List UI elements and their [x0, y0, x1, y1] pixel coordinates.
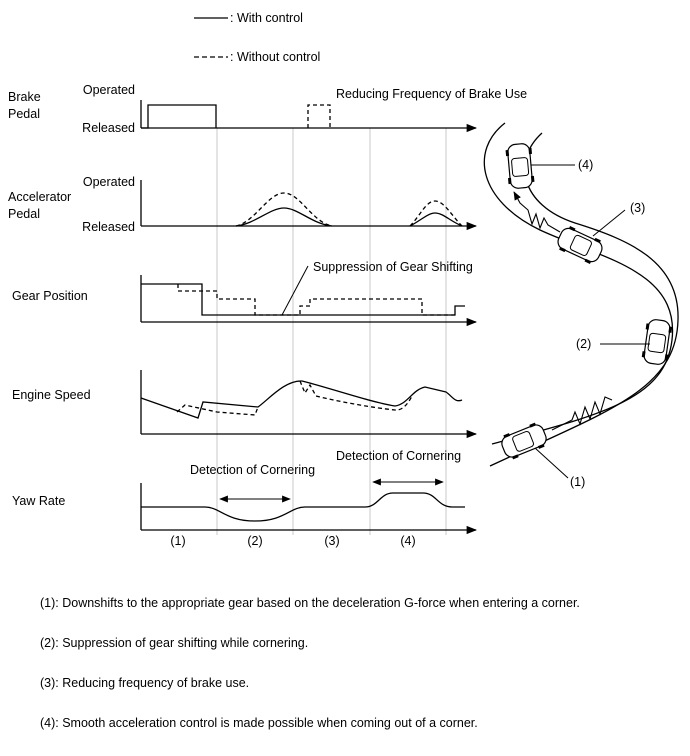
note-item: (1): Downshifts to the appropriate gear …	[40, 596, 580, 610]
phase-label: (2)	[247, 534, 262, 548]
gear-with-control-trace	[141, 283, 465, 316]
car-icon	[641, 319, 673, 365]
engine-speed-row: Engine Speed	[12, 370, 478, 439]
road-marker-label: (1)	[570, 475, 585, 489]
phase-label: (4)	[400, 534, 415, 548]
engine-without-control-trace	[176, 380, 413, 416]
brake-pedal-row: Brake Pedal Operated Released Reducing F…	[8, 83, 527, 135]
accelerator-without-control-trace-2	[409, 200, 463, 227]
gear-position-row: Gear Position Suppression of Gear Shifti…	[12, 260, 478, 327]
accelerator-with-control-trace-2	[409, 212, 463, 227]
road-marker-label: (4)	[578, 158, 593, 172]
accelerator-pedal-row: Accelerator Pedal Operated Released	[8, 175, 478, 234]
phase-dividers	[216, 128, 447, 535]
road-marker-label: (2)	[576, 337, 591, 351]
engine-label: Engine Speed	[12, 388, 91, 402]
phase-label: (3)	[324, 534, 339, 548]
marker-leader	[592, 209, 626, 237]
zigzag-arrow	[551, 396, 613, 431]
brake-annotation: Reducing Frequency of Brake Use	[336, 87, 527, 101]
accelerator-with-control-trace-1	[235, 207, 333, 227]
note-item: (2): Suppression of gear shifting while …	[40, 636, 309, 650]
note-item: (3): Reducing frequency of brake use.	[40, 676, 250, 690]
brake-released-label: Released	[82, 121, 135, 135]
road-illustration: (1) (2) (3) (4)	[483, 122, 679, 489]
phase-label: (1)	[170, 534, 185, 548]
marker-leader	[534, 447, 569, 479]
brake-label-line1: Brake	[8, 90, 41, 104]
cornering-annotations: Detection of Cornering Detection of Corn…	[190, 449, 461, 503]
road-marker-label: (3)	[630, 201, 645, 215]
gear-annotation-leader	[281, 265, 309, 316]
accelerator-operated-label: Operated	[83, 175, 135, 189]
road-outer-edge	[483, 122, 674, 445]
phase-labels: (1) (2) (3) (4)	[170, 534, 415, 548]
gear-without-control-trace	[177, 284, 455, 316]
note-item: (4): Smooth acceleration control is made…	[40, 716, 478, 730]
accelerator-without-control-trace-1	[235, 192, 333, 227]
gear-annotation: Suppression of Gear Shifting	[313, 260, 473, 274]
car-icon	[505, 143, 535, 189]
legend: : With control : Without control	[194, 11, 320, 64]
car-icon	[557, 226, 603, 264]
yaw-label: Yaw Rate	[12, 494, 65, 508]
legend-with-control: : With control	[230, 11, 303, 25]
yaw-trace	[141, 492, 465, 522]
engine-with-control-trace	[140, 380, 463, 419]
control-timing-diagram: : With control : Without control Brake P…	[8, 11, 679, 548]
gear-label: Gear Position	[12, 289, 88, 303]
brake-with-control-trace	[141, 104, 217, 129]
accelerator-label-line1: Accelerator	[8, 190, 71, 204]
legend-without-control: : Without control	[230, 50, 320, 64]
accelerator-released-label: Released	[82, 220, 135, 234]
accelerator-label-line2: Pedal	[8, 207, 40, 221]
brake-label-line2: Pedal	[8, 107, 40, 121]
car-icon	[501, 422, 547, 460]
yaw-rate-row: Yaw Rate	[12, 483, 478, 535]
brake-operated-label: Operated	[83, 83, 135, 97]
cornering-annotation-2: Detection of Cornering	[336, 449, 461, 463]
notes-list: (1): Downshifts to the appropriate gear …	[40, 596, 680, 756]
zigzag-arrow	[513, 191, 561, 233]
brake-without-control-trace	[307, 104, 331, 128]
road-inner-edge	[489, 132, 679, 467]
cornering-annotation-1: Detection of Cornering	[190, 463, 315, 477]
